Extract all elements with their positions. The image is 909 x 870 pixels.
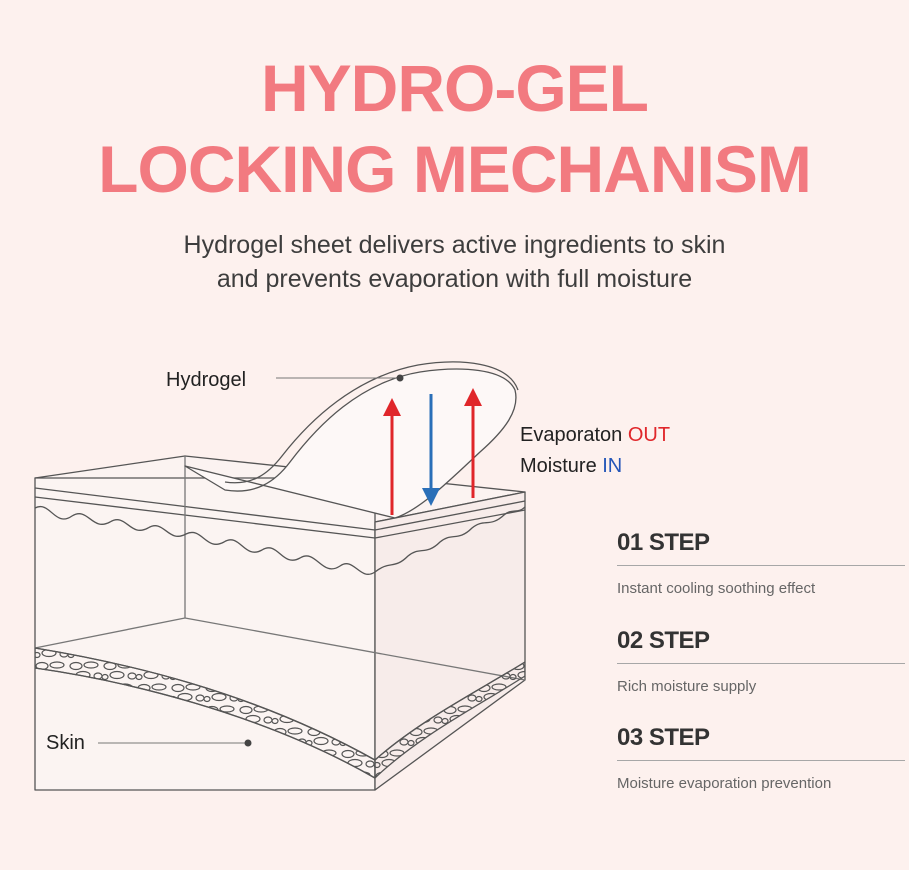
skin-label: Skin — [46, 732, 85, 754]
evaporation-legend-text: Evaporaton — [520, 424, 628, 446]
moisture-in-keyword: IN — [602, 455, 623, 477]
step-2-description: Rich moisture supply — [617, 678, 757, 695]
evaporation-legend: Evaporaton OUT — [520, 424, 670, 447]
step-1-title: 01 STEP — [617, 529, 905, 566]
subtitle-line-1: Hydrogel sheet delivers active ingredien… — [183, 231, 726, 259]
step-2: 02 STEP Rich moisture supply — [617, 627, 905, 695]
subtitle-line-2: and prevents evaporation with full moist… — [216, 265, 693, 293]
moisture-legend: Moisture IN — [520, 455, 622, 478]
moisture-legend-text: Moisture — [520, 455, 603, 477]
evaporation-arrow-right — [464, 388, 482, 498]
step-3-description: Moisture evaporation prevention — [617, 775, 832, 792]
step-1-description: Instant cooling soothing effect — [617, 580, 816, 597]
step-3: 03 STEP Moisture evaporation prevention — [617, 724, 905, 792]
skin-block — [34, 361, 526, 791]
skin-callout-dot — [244, 739, 252, 747]
title-line-2: LOCKING MECHANISM — [98, 132, 812, 206]
step-2-title: 02 STEP — [617, 627, 905, 664]
title-line-1: HYDRO-GEL — [261, 51, 649, 125]
hydrogel-callout-dot — [396, 374, 404, 382]
evaporation-arrow-left — [383, 398, 401, 515]
moisture-arrow — [422, 394, 440, 506]
evaporation-out-keyword: OUT — [627, 424, 671, 446]
step-1: 01 STEP Instant cooling soothing effect — [617, 529, 905, 597]
hydrogel-label: Hydrogel — [166, 369, 247, 391]
step-3-title: 03 STEP — [617, 724, 905, 761]
